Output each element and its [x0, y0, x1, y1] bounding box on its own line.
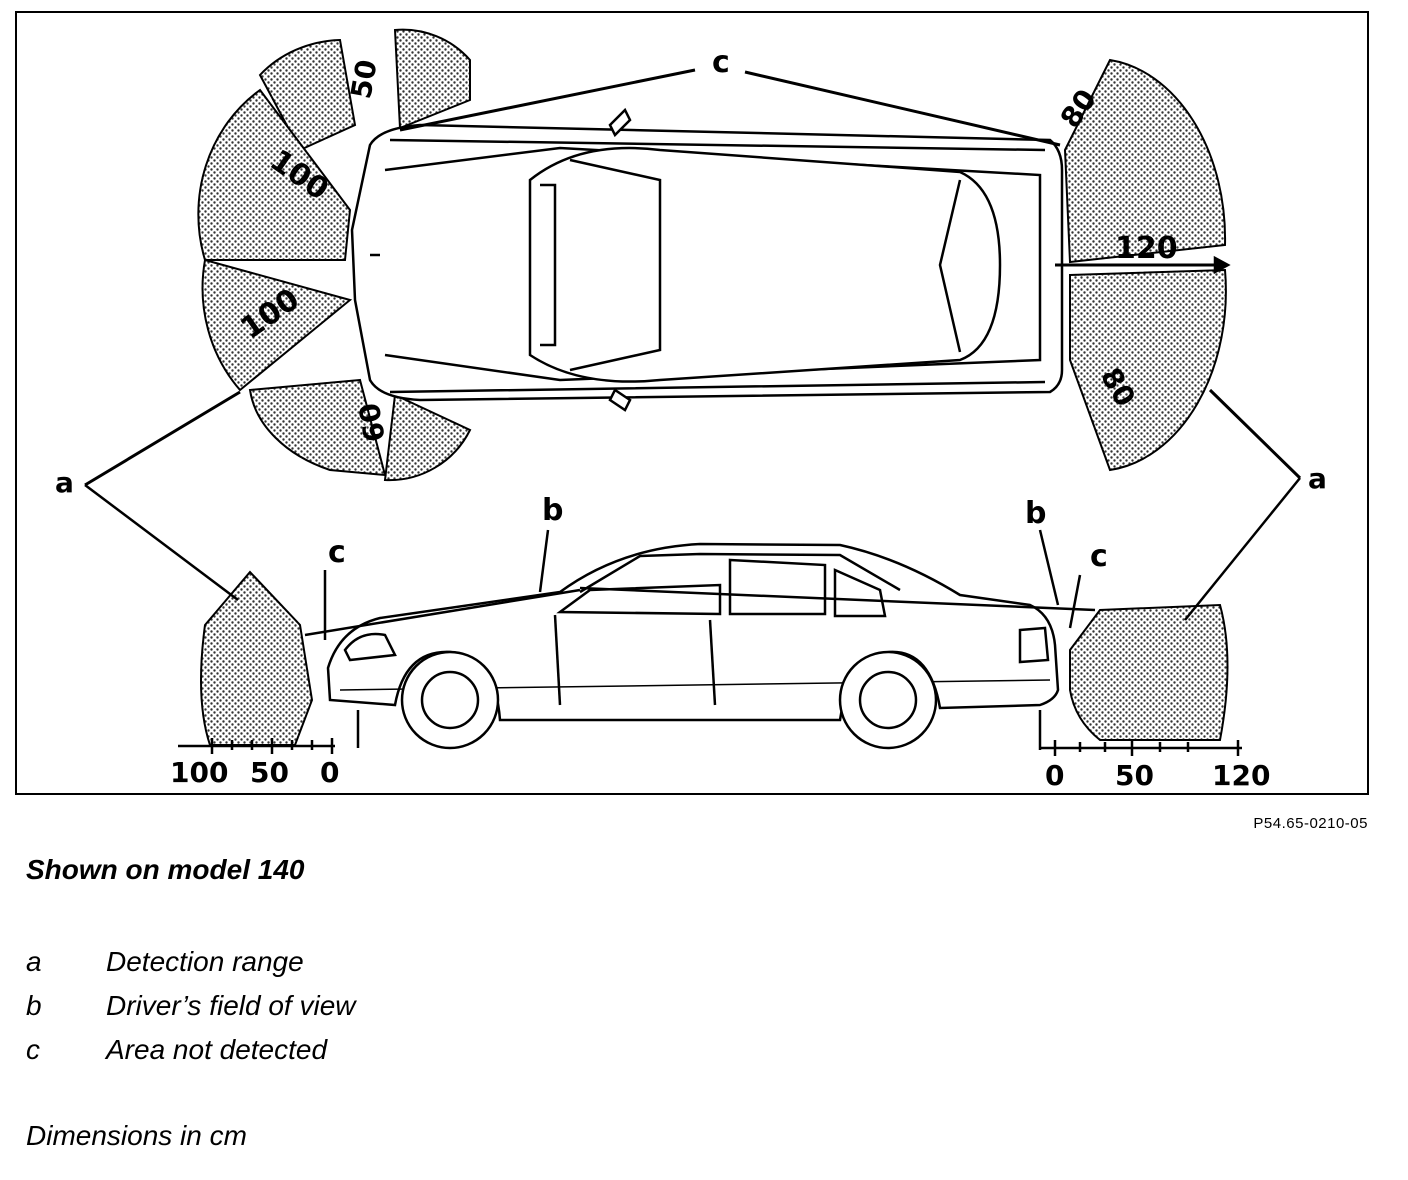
legend-key: c	[26, 1034, 40, 1065]
front-dim-right-outer: 60	[353, 400, 392, 444]
legend-item: a Detection range	[26, 940, 355, 984]
units-note: Dimensions in cm	[26, 1120, 247, 1151]
callout-c-front: c	[328, 535, 346, 570]
callout-b-rear: b	[1025, 496, 1046, 531]
rear-ground-scale	[1038, 710, 1242, 756]
front-scale-label-0: 0	[320, 756, 339, 789]
legend-text: Detection range	[106, 946, 304, 977]
front-ground-scale	[178, 710, 360, 754]
legend: a Detection range b Driver’s field of vi…	[26, 940, 355, 1072]
car-top-view	[350, 107, 1231, 412]
legend-key: a	[26, 946, 42, 977]
rear-dim-center: 120	[1115, 231, 1178, 266]
front-dim-left-outer: 50	[344, 57, 383, 101]
legend-item: b Driver’s field of view	[26, 984, 355, 1028]
callout-a-right: a	[1308, 462, 1327, 495]
figure-border	[15, 11, 1369, 795]
scale-tick-labels: 100 50 0 0 50 120	[170, 756, 1270, 792]
callout-letters: c a a b b c c	[55, 45, 1327, 574]
figure-caption: Shown on model 140	[26, 854, 305, 885]
legend-text: Area not detected	[106, 1034, 328, 1065]
top-guide-lines	[84, 68, 1302, 487]
legend-key: b	[26, 990, 42, 1021]
parking-sensor-diagram: 50 100 100 60 80 120 80	[15, 11, 1369, 795]
figure-reference-code: P54.65-0210-05	[1253, 815, 1368, 832]
legend-item: c Area not detected	[26, 1028, 355, 1072]
callout-c-rear: c	[1090, 539, 1108, 574]
callout-a-left: a	[55, 466, 74, 499]
top-rear-detection-zones	[1063, 58, 1227, 472]
front-scale-label-100: 100	[170, 756, 228, 789]
rear-scale-label-50: 50	[1115, 759, 1154, 792]
callout-b-front: b	[542, 493, 563, 528]
legend-text: Driver’s field of view	[106, 990, 356, 1021]
callout-c-top: c	[712, 45, 730, 80]
car-side-view	[326, 542, 1060, 750]
rear-scale-label-0: 0	[1045, 759, 1064, 792]
top-front-detection-zones	[197, 28, 472, 482]
side-guide-lines	[84, 477, 1301, 640]
front-scale-label-50: 50	[250, 756, 289, 789]
rear-scale-label-120: 120	[1212, 759, 1270, 792]
side-detection-zones	[200, 570, 1229, 746]
